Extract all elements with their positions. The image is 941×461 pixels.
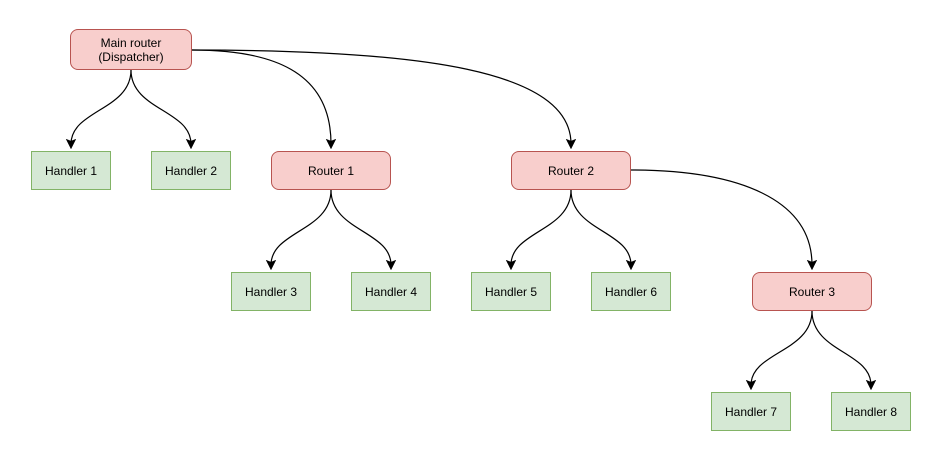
node-label-router-2: Router 2 xyxy=(547,163,595,178)
edge-router1-handler3 xyxy=(271,189,332,265)
node-router-1[interactable]: Router 1 xyxy=(271,151,391,190)
node-label-handler-2: Handler 2 xyxy=(164,163,218,178)
node-label-main-router: Main router (Dispatcher) xyxy=(98,35,164,64)
edge-router2-router3 xyxy=(630,169,812,265)
node-label-handler-7: Handler 7 xyxy=(724,404,778,419)
node-label-handler-1: Handler 1 xyxy=(44,163,98,178)
node-label-router-1: Router 1 xyxy=(307,163,355,178)
node-label-router-3: Router 3 xyxy=(788,284,836,299)
node-label-handler-4: Handler 4 xyxy=(364,284,418,299)
node-handler-8[interactable]: Handler 8 xyxy=(831,392,911,431)
node-router-3[interactable]: Router 3 xyxy=(752,272,872,311)
node-handler-5[interactable]: Handler 5 xyxy=(471,272,551,311)
node-handler-4[interactable]: Handler 4 xyxy=(351,272,431,311)
node-label-handler-3: Handler 3 xyxy=(244,284,298,299)
node-handler-6[interactable]: Handler 6 xyxy=(591,272,671,311)
node-label-handler-6: Handler 6 xyxy=(604,284,658,299)
node-handler-7[interactable]: Handler 7 xyxy=(711,392,791,431)
node-router-2[interactable]: Router 2 xyxy=(511,151,631,190)
edge-main-router2 xyxy=(191,49,571,144)
node-label-handler-8: Handler 8 xyxy=(844,404,898,419)
edge-router3-handler8 xyxy=(811,310,871,385)
edge-main-handler1 xyxy=(71,69,132,144)
node-handler-2[interactable]: Handler 2 xyxy=(151,151,231,190)
edge-main-router1 xyxy=(191,49,331,144)
node-handler-3[interactable]: Handler 3 xyxy=(231,272,311,311)
node-label-handler-5: Handler 5 xyxy=(484,284,538,299)
edge-router3-handler7 xyxy=(751,310,813,385)
edge-main-handler2 xyxy=(130,69,191,144)
edge-router1-handler4 xyxy=(330,189,391,265)
edge-router2-handler5 xyxy=(511,189,572,265)
node-handler-1[interactable]: Handler 1 xyxy=(31,151,111,190)
edge-router2-handler6 xyxy=(570,189,631,265)
edges-group xyxy=(71,49,871,385)
node-main-router[interactable]: Main router (Dispatcher) xyxy=(70,29,192,70)
